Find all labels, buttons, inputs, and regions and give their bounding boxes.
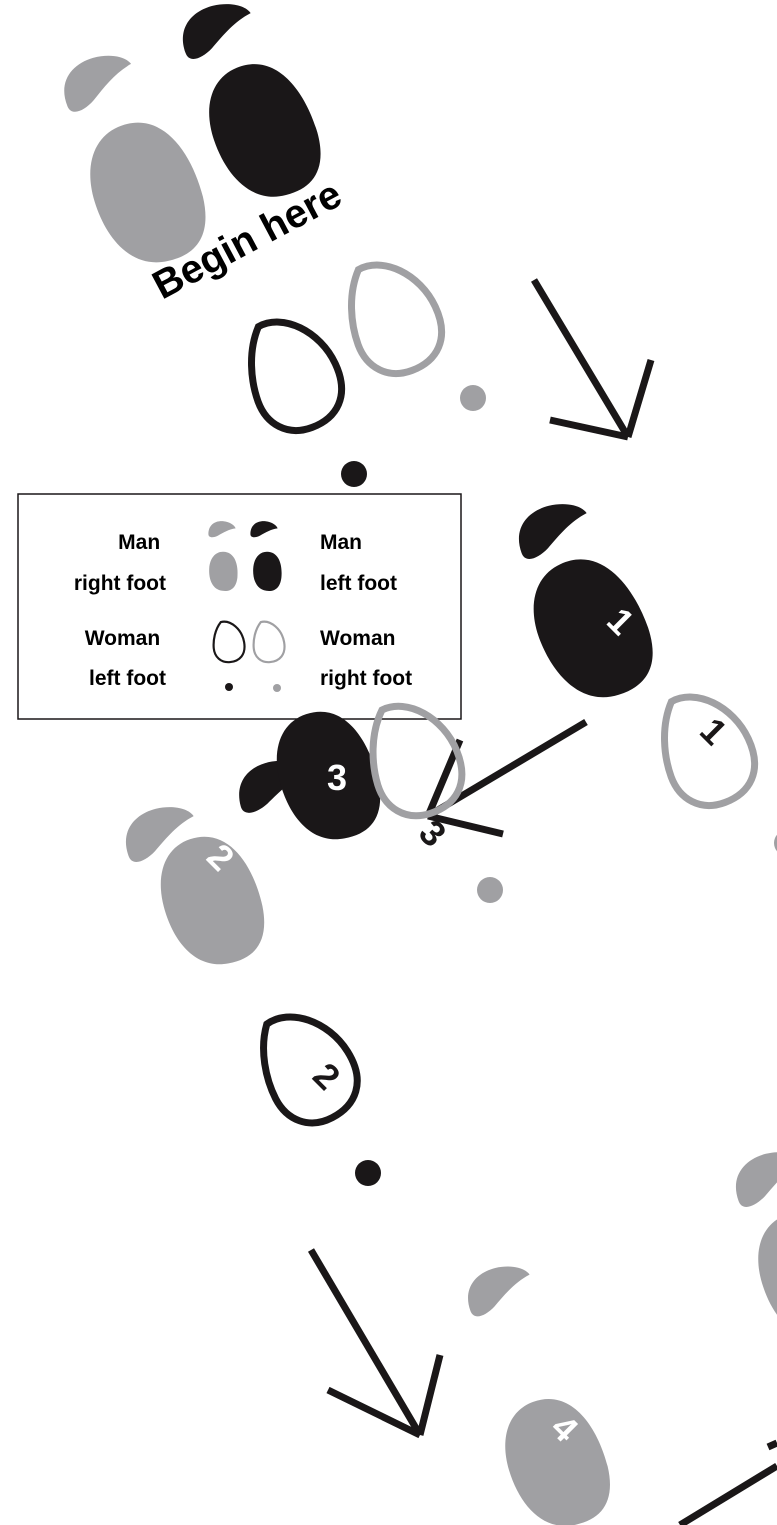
legend-man-left-sole — [253, 551, 282, 591]
woman-right-heel-1-partial — [774, 834, 777, 852]
man-right-heel-start — [54, 45, 141, 115]
legend-woman-right-label: Woman right foot — [320, 627, 412, 690]
steps-2-3: 3 2 3 2 — [116, 690, 503, 1186]
step-1: 1 1 — [509, 494, 777, 852]
legend-man-right-sole — [209, 551, 238, 591]
woman-step-2-number: 2 — [305, 1055, 348, 1098]
man-right-heel-4 — [459, 1257, 538, 1319]
man-right-heel-partial-right — [726, 1142, 777, 1210]
man-left-heel-1 — [509, 494, 595, 562]
woman-right-shoe-start — [329, 247, 455, 387]
start-position: Begin here — [54, 0, 486, 487]
man-left-sole-1 — [514, 541, 670, 716]
woman-left-heel-2 — [355, 1160, 381, 1186]
man-right-sole-2 — [146, 824, 277, 978]
woman-right-heel-start — [460, 385, 486, 411]
legend: Man right foot Man left foot Woman left … — [17, 493, 462, 720]
man-right-sole-4 — [489, 1385, 624, 1525]
legend-man-right-label: Man right foot — [74, 531, 166, 595]
woman-step-1-number: 1 — [692, 710, 735, 753]
step-4: 4 — [459, 1142, 777, 1525]
legend-man-left-label: Man left foot — [320, 531, 397, 595]
woman-left-shoe-2 — [239, 995, 373, 1138]
arrow-1 — [530, 278, 655, 441]
man-step-3-number: 3 — [327, 757, 347, 798]
arrow-3 — [307, 1248, 444, 1439]
woman-right-heel-3 — [477, 877, 503, 903]
arrow-4-partial — [678, 1439, 777, 1525]
legend-woman-left-heel — [225, 683, 233, 691]
legend-woman-right-heel — [273, 684, 281, 692]
legend-woman-left-label: Woman left foot — [85, 627, 166, 690]
legend-box — [17, 493, 462, 720]
woman-left-heel-start — [341, 461, 367, 487]
woman-left-shoe-start — [229, 304, 355, 444]
man-left-heel-start — [173, 0, 259, 62]
man-right-sole-partial-right — [742, 1198, 777, 1354]
